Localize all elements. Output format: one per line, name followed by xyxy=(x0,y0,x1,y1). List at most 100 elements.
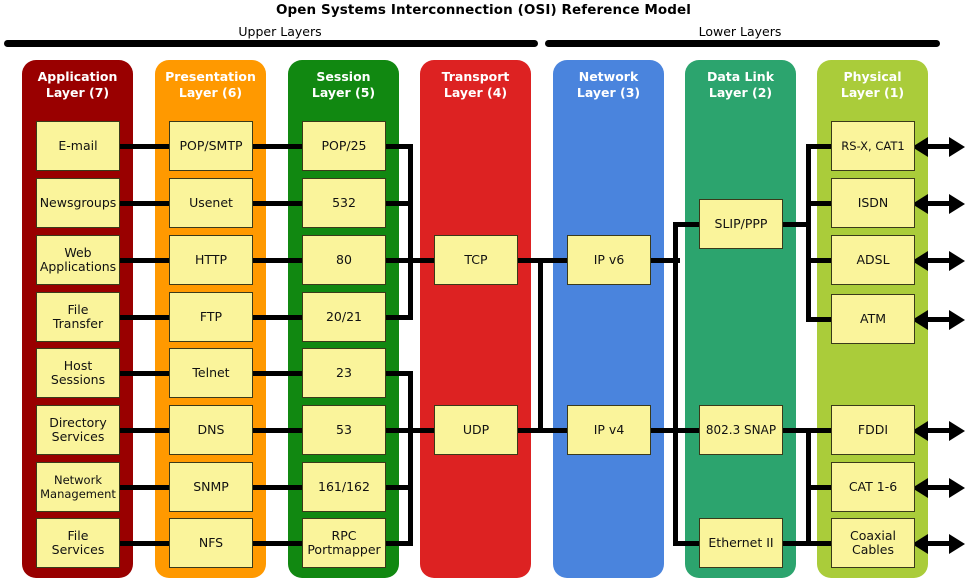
wire-physbus-adsl xyxy=(806,258,838,263)
wire-sess-tcpbus-4 xyxy=(376,315,413,320)
protocol-box-pop-25[interactable]: POP/25 xyxy=(302,121,386,171)
protocol-box-telnet[interactable]: Telnet xyxy=(169,348,253,398)
arrow-head-right-isdn xyxy=(949,193,965,214)
protocol-box-newsgroups[interactable]: Newsgroups xyxy=(36,178,120,228)
wire-tcp-ip xyxy=(508,258,580,263)
protocol-box-http[interactable]: HTTP xyxy=(169,235,253,285)
arrow-shaft-adsl xyxy=(918,258,954,263)
wire-ethernet-physbus xyxy=(768,541,811,546)
protocol-box-host-sessions[interactable]: Host Sessions xyxy=(36,348,120,398)
wire-physbus-atm xyxy=(806,317,838,322)
wire-app-pres-5 xyxy=(118,371,178,376)
protocol-box-slip-ppp[interactable]: SLIP/PPP xyxy=(699,199,783,249)
wire-slipppp-physbus xyxy=(768,222,811,227)
protocol-box-rs-x-cat1[interactable]: RS-X, CAT1 xyxy=(831,121,915,171)
protocol-box-atm[interactable]: ATM xyxy=(831,294,915,344)
wire-udp-bus-vertical xyxy=(408,371,413,546)
wire-physical-upper-bus xyxy=(806,144,811,322)
layer-title-presentation: Presentation Layer (6) xyxy=(165,69,256,100)
wire-app-pres-4 xyxy=(118,315,178,320)
protocol-box-directory-services[interactable]: Directory Services xyxy=(36,405,120,455)
wire-physbus-fddi xyxy=(806,428,838,433)
arrow-shaft-cat16 xyxy=(918,485,954,490)
wire-pres-sess-8 xyxy=(251,541,311,546)
arrow-head-right-adsl xyxy=(949,250,965,271)
protocol-box-161-162[interactable]: 161/162 xyxy=(302,462,386,512)
wire-sess-udp-main xyxy=(376,428,486,433)
protocol-box-53[interactable]: 53 xyxy=(302,405,386,455)
wire-pres-sess-6 xyxy=(251,428,311,433)
protocol-box-nfs[interactable]: NFS xyxy=(169,518,253,568)
arrow-head-left-atm xyxy=(912,309,928,330)
group-label-lower: Lower Layers xyxy=(698,24,782,39)
wire-sess-tcpbus-2 xyxy=(376,201,413,206)
protocol-box-tcp[interactable]: TCP xyxy=(434,235,518,285)
protocol-box-pop-smtp[interactable]: POP/SMTP xyxy=(169,121,253,171)
protocol-box-fddi[interactable]: FDDI xyxy=(831,405,915,455)
wire-app-pres-8 xyxy=(118,541,178,546)
layer-title-application: Application Layer (7) xyxy=(37,69,118,100)
protocol-box-23[interactable]: 23 xyxy=(302,348,386,398)
layer-title-session: Session Layer (5) xyxy=(311,69,376,100)
wire-physbus-isdn xyxy=(806,201,838,206)
protocol-box-email[interactable]: E-mail xyxy=(36,121,120,171)
wire-transport-network-bus xyxy=(538,258,543,433)
arrow-head-left-cat16 xyxy=(912,477,928,498)
wire-app-pres-3 xyxy=(118,258,178,263)
wire-physbus-cat16 xyxy=(806,485,838,490)
wire-sess-udpbus-7 xyxy=(376,485,413,490)
layer-title-network: Network Layer (3) xyxy=(576,69,641,100)
page-title: Open Systems Interconnection (OSI) Refer… xyxy=(275,2,692,18)
arrow-shaft-isdn xyxy=(918,201,954,206)
group-bar-upper xyxy=(4,40,538,47)
protocol-box-udp[interactable]: UDP xyxy=(434,405,518,455)
wire-ipv6-dlbus xyxy=(640,258,680,263)
wire-physbus-coax xyxy=(806,541,838,546)
protocol-box-snmp[interactable]: SNMP xyxy=(169,462,253,512)
layer-column-datalink: Data Link Layer (2) xyxy=(685,60,796,578)
arrow-shaft-atm xyxy=(918,317,954,322)
protocol-box-isdn[interactable]: ISDN xyxy=(831,178,915,228)
group-label-upper: Upper Layers xyxy=(238,24,322,39)
protocol-box-adsl[interactable]: ADSL xyxy=(831,235,915,285)
protocol-box-coaxial-cables[interactable]: Coaxial Cables xyxy=(831,518,915,568)
wire-snap-physbus xyxy=(768,428,811,433)
protocol-box-802-3-snap[interactable]: 802.3 SNAP xyxy=(699,405,783,455)
protocol-box-20-21[interactable]: 20/21 xyxy=(302,292,386,342)
layer-title-datalink: Data Link Layer (2) xyxy=(706,69,775,100)
wire-app-pres-2 xyxy=(118,201,178,206)
protocol-box-file-transfer[interactable]: File Transfer xyxy=(36,292,120,342)
protocol-box-web-applications[interactable]: Web Applications xyxy=(36,235,120,285)
wire-dlbus-slipppp xyxy=(673,222,713,227)
arrow-head-right-atm xyxy=(949,309,965,330)
wire-sess-udpbus-8 xyxy=(376,541,413,546)
protocol-box-ip-v6[interactable]: IP v6 xyxy=(567,235,651,285)
protocol-box-80[interactable]: 80 xyxy=(302,235,386,285)
wire-sess-udpbus-5 xyxy=(376,371,413,376)
protocol-box-532[interactable]: 532 xyxy=(302,178,386,228)
protocol-box-ip-v4[interactable]: IP v4 xyxy=(567,405,651,455)
arrow-head-left-rsx xyxy=(912,136,928,157)
wire-physbus-rsx xyxy=(806,144,838,149)
arrow-head-right-rsx xyxy=(949,136,965,157)
layer-title-physical: Physical Layer (1) xyxy=(840,69,905,100)
wire-udp-ip xyxy=(508,428,580,433)
protocol-box-cat-1-6[interactable]: CAT 1-6 xyxy=(831,462,915,512)
protocol-box-ftp[interactable]: FTP xyxy=(169,292,253,342)
wire-pres-sess-5 xyxy=(251,371,311,376)
protocol-box-file-services[interactable]: File Services xyxy=(36,518,120,568)
layer-column-network: Network Layer (3) xyxy=(553,60,664,578)
protocol-box-dns[interactable]: DNS xyxy=(169,405,253,455)
wire-tcp-bus-vertical xyxy=(408,144,413,320)
wire-sess-tcp-main xyxy=(376,258,486,263)
wire-app-pres-7 xyxy=(118,485,178,490)
arrow-shaft-coax xyxy=(918,541,954,546)
arrow-head-right-fddi xyxy=(949,420,965,441)
protocol-box-network-management[interactable]: Network Management xyxy=(36,462,120,512)
arrow-head-right-cat16 xyxy=(949,477,965,498)
protocol-box-rpc-portmapper[interactable]: RPC Portmapper xyxy=(302,518,386,568)
protocol-box-usenet[interactable]: Usenet xyxy=(169,178,253,228)
protocol-box-ethernet-ii[interactable]: Ethernet II xyxy=(699,518,783,568)
layer-column-transport: Transport Layer (4) xyxy=(420,60,531,578)
wire-pres-sess-7 xyxy=(251,485,311,490)
